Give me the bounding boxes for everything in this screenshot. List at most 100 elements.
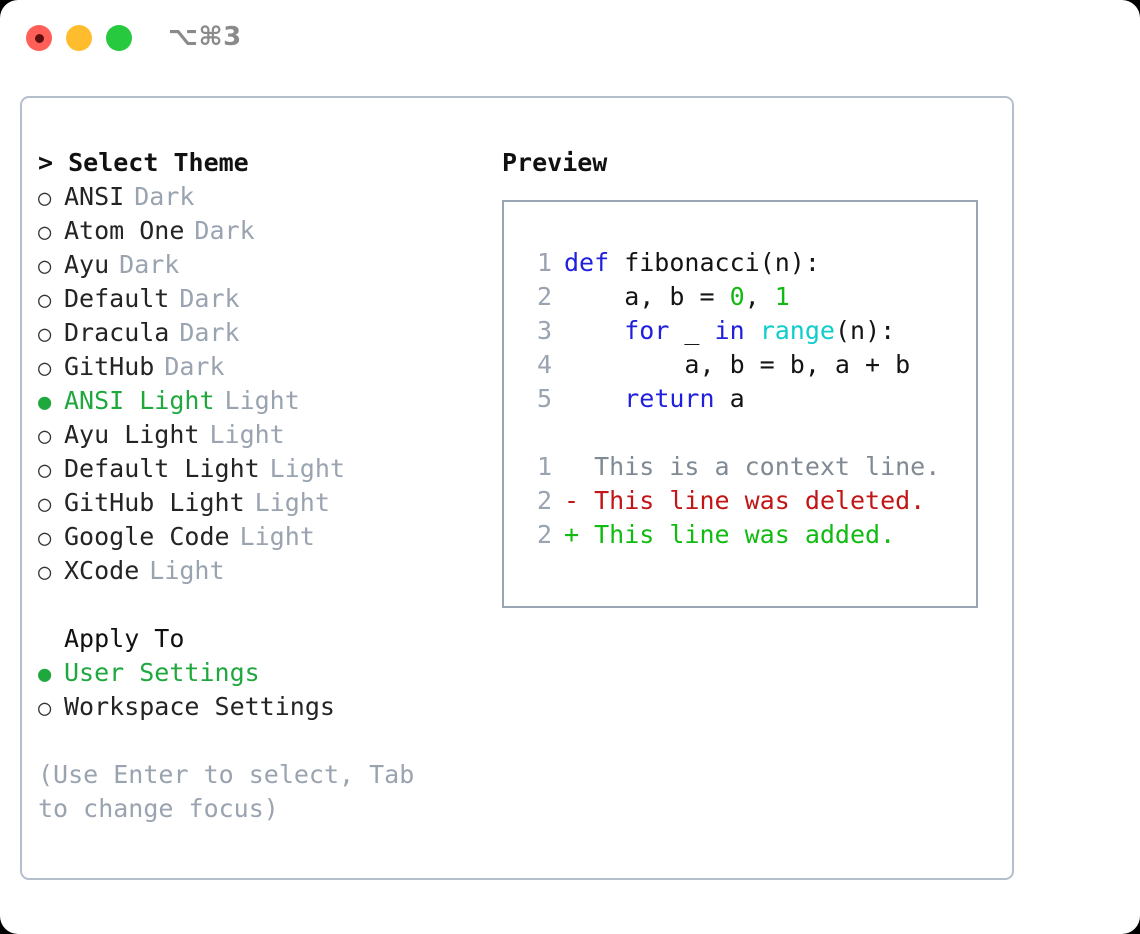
token-plain <box>564 316 624 345</box>
radio-unselected-icon: ○ <box>38 322 52 347</box>
apply-to-option-label: User Settings <box>64 658 260 687</box>
radio-unselected-icon: ○ <box>38 526 52 551</box>
token-kw: in <box>714 316 745 345</box>
line-number: 1 <box>536 452 552 481</box>
theme-option-default[interactable]: ○ Default Dark <box>38 282 488 316</box>
theme-option-label: Default Light <box>64 454 260 483</box>
line-number: 5 <box>536 384 552 413</box>
title-bar: ⌥⌘3 <box>0 0 1140 78</box>
token-plain: a <box>714 384 745 413</box>
theme-option-label: Google Code <box>64 522 230 551</box>
radio-unselected-icon: ○ <box>38 560 52 585</box>
theme-option-variant: Light <box>224 386 300 415</box>
radio-unselected-icon: ○ <box>38 458 52 483</box>
theme-option-variant: Dark <box>179 284 240 313</box>
theme-option-label: ANSI Light <box>64 386 215 415</box>
theme-option-label: ANSI <box>64 182 125 211</box>
theme-option-variant: Light <box>149 556 225 585</box>
diff-line-del: 2 - This line was deleted. <box>524 484 968 518</box>
token-plain: a, b = <box>564 282 730 311</box>
line-number: 1 <box>536 248 552 277</box>
theme-option-dracula[interactable]: ○ Dracula Dark <box>38 316 488 350</box>
apply-to-option-list[interactable]: ● User Settings ○Workspace Settings <box>38 656 488 724</box>
radio-unselected-icon: ○ <box>38 288 52 313</box>
theme-option-variant: Light <box>254 488 330 517</box>
token-plain: _ <box>669 316 715 345</box>
line-number: 2 <box>536 520 552 549</box>
radio-unselected-icon: ○ <box>38 186 52 211</box>
maximize-button[interactable] <box>106 25 132 51</box>
token-kw: return <box>624 384 715 413</box>
token-plain: a, b = b, a + b <box>564 350 911 379</box>
theme-option-label: Ayu Light <box>64 420 200 449</box>
theme-option-label: GitHub <box>64 352 155 381</box>
theme-option-variant: Dark <box>164 352 225 381</box>
theme-option-xcode[interactable]: ○ XCode Light <box>38 554 488 588</box>
token-plain: , <box>744 282 775 311</box>
radio-unselected-icon: ○ <box>38 492 52 517</box>
line-number: 2 <box>536 486 552 515</box>
radio-unselected-icon: ○ <box>38 356 52 381</box>
token-num: 1 <box>774 282 790 311</box>
token-plain <box>564 384 624 413</box>
diff-text: - This line was deleted. <box>564 486 926 515</box>
theme-option-label: Default <box>64 284 170 313</box>
radio-unselected-icon: ○ <box>38 254 52 279</box>
diff-line-ctx: 1 This is a context line. <box>524 450 968 484</box>
radio-selected-icon: ● <box>38 390 52 415</box>
theme-option-ansi[interactable]: ○ ANSI Dark <box>38 180 488 214</box>
window-controls <box>26 25 132 51</box>
apply-to-heading: Apply To <box>64 624 185 653</box>
diff-sample-lines: 1 This is a context line.2- This line wa… <box>524 450 968 552</box>
token-kw: def <box>564 248 610 277</box>
diff-line-add: 2 + This line was added. <box>524 518 968 552</box>
diff-text: + This line was added. <box>564 520 896 549</box>
theme-option-label: Atom One <box>64 216 185 245</box>
radio-unselected-icon: ○ <box>38 696 52 721</box>
code-line: 2 a, b = 0, 1 <box>524 280 968 314</box>
code-line: 5 return a <box>524 382 968 416</box>
diff-text: This is a context line. <box>564 452 941 481</box>
theme-option-default-light[interactable]: ○ Default Light Light <box>38 452 488 486</box>
token-plain: (n): <box>834 316 896 345</box>
code-text: return a <box>564 382 745 416</box>
radio-selected-icon: ● <box>38 662 52 687</box>
token-fn: range <box>759 316 835 345</box>
radio-unselected-icon: ○ <box>38 220 52 245</box>
spacer <box>38 588 488 622</box>
theme-option-variant: Dark <box>134 182 195 211</box>
code-text: def fibonacci(n): <box>564 246 820 280</box>
spacer <box>524 416 968 450</box>
apply-to-option-workspace-settings[interactable]: ○Workspace Settings <box>38 690 488 724</box>
theme-option-label: GitHub Light <box>64 488 245 517</box>
theme-option-ansi-light[interactable]: ● ANSI Light Light <box>38 384 488 418</box>
token-kw: for <box>624 316 670 345</box>
line-number: 2 <box>536 282 552 311</box>
theme-option-variant: Dark <box>179 318 240 347</box>
code-text: for _ in range(n): <box>564 314 895 348</box>
minimize-button[interactable] <box>66 25 92 51</box>
theme-option-label: Dracula <box>64 318 170 347</box>
keyboard-hint-text: (Use Enter to select, Tab to change focu… <box>38 760 415 823</box>
code-text: a, b = 0, 1 <box>564 280 790 314</box>
theme-option-variant: Light <box>269 454 345 483</box>
theme-option-github[interactable]: ○ GitHub Dark <box>38 350 488 384</box>
apply-to-option-user-settings[interactable]: ● User Settings <box>38 656 488 690</box>
spacer <box>38 724 488 758</box>
theme-option-label: XCode <box>64 556 140 585</box>
close-button[interactable] <box>26 25 52 51</box>
preview-heading: Preview <box>502 148 608 177</box>
theme-option-github-light[interactable]: ○ GitHub Light Light <box>38 486 488 520</box>
